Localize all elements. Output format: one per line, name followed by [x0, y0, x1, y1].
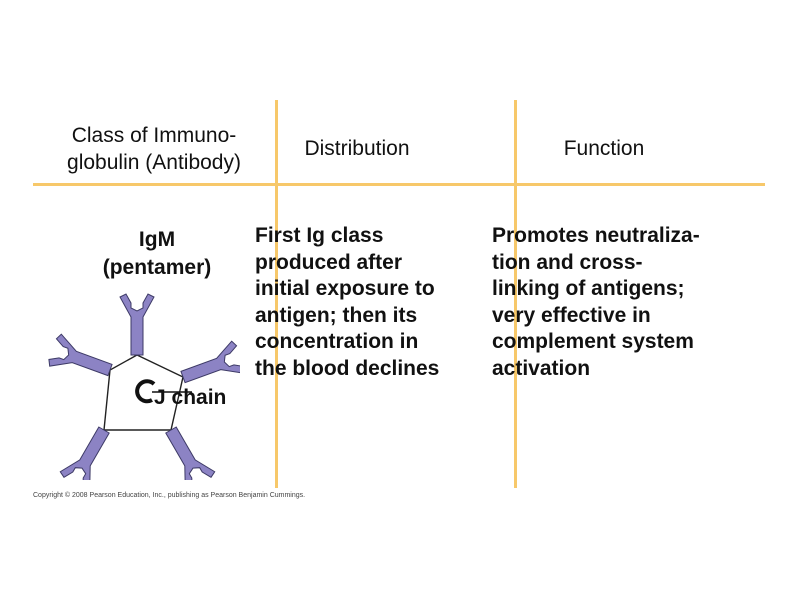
antibody-monomer-3	[165, 426, 216, 480]
antibody-monomer-1	[119, 293, 155, 356]
antibody-monomer-2	[180, 340, 240, 384]
function-text: Promotes neutraliza- tion and cross- lin…	[492, 224, 700, 380]
pentamer-core	[103, 354, 184, 431]
igm-pentamer-diagram	[48, 293, 240, 480]
copyright-notice: Copyright © 2008 Pearson Education, Inc.…	[33, 492, 306, 499]
antibody-monomer-4	[59, 426, 110, 480]
column-divider-1	[275, 100, 278, 488]
antibody-monomer-5	[48, 333, 113, 377]
antibody-arms	[48, 293, 240, 480]
j-chain-shape	[135, 379, 156, 404]
antibody-class-subtype: (pentamer)	[102, 256, 212, 279]
j-chain-label: J chain	[154, 386, 227, 409]
header-distribution: Distribution	[304, 137, 410, 160]
header-divider	[33, 183, 765, 186]
distribution-text: First Ig class produced after initial ex…	[255, 224, 440, 380]
antibody-class-name: IgM	[138, 228, 176, 251]
header-class: Class of Immuno- globulin (Antibody)	[67, 124, 241, 174]
column-divider-2	[514, 100, 517, 488]
header-function: Function	[563, 137, 645, 160]
